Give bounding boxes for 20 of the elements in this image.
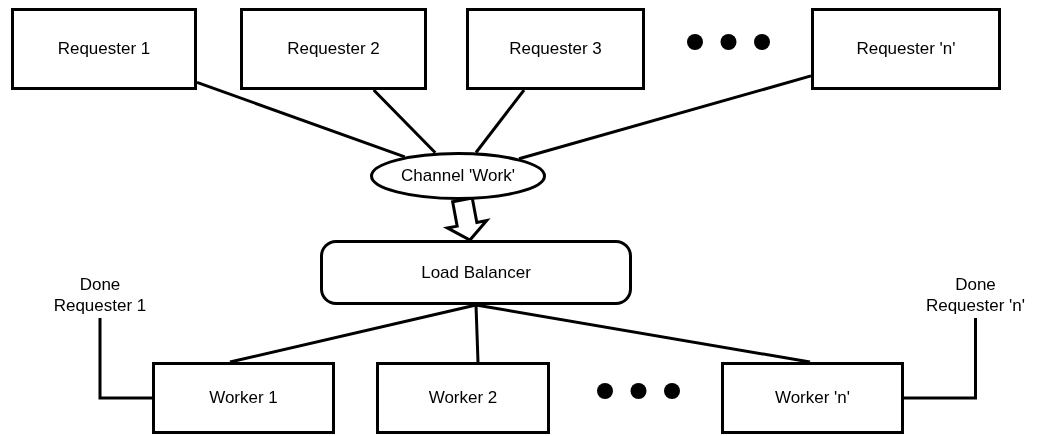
connector-line	[229, 303, 477, 364]
channel-ellipse: Channel 'Work'	[370, 152, 546, 200]
note-text: Done Requester 1	[52, 273, 148, 317]
connector-line	[196, 80, 406, 159]
process-box: Worker 1	[152, 362, 335, 434]
connector-line	[98, 318, 152, 400]
connector-line	[372, 88, 437, 154]
process-box: Requester 1	[11, 8, 197, 90]
process-box: Requester 2	[240, 8, 427, 90]
connector-line	[474, 304, 480, 363]
connector-line	[518, 74, 812, 161]
note-text: Done Requester 'n'	[924, 273, 1027, 317]
process-box: Worker 2	[376, 362, 550, 434]
balancer-box: Load Balancer	[320, 240, 632, 305]
connector-line	[475, 303, 811, 364]
connector-line	[474, 89, 526, 154]
process-box: Worker 'n'	[721, 362, 904, 434]
connector-line	[904, 318, 977, 400]
process-box: Requester 3	[466, 8, 645, 90]
process-box: Requester 'n'	[811, 8, 1001, 90]
